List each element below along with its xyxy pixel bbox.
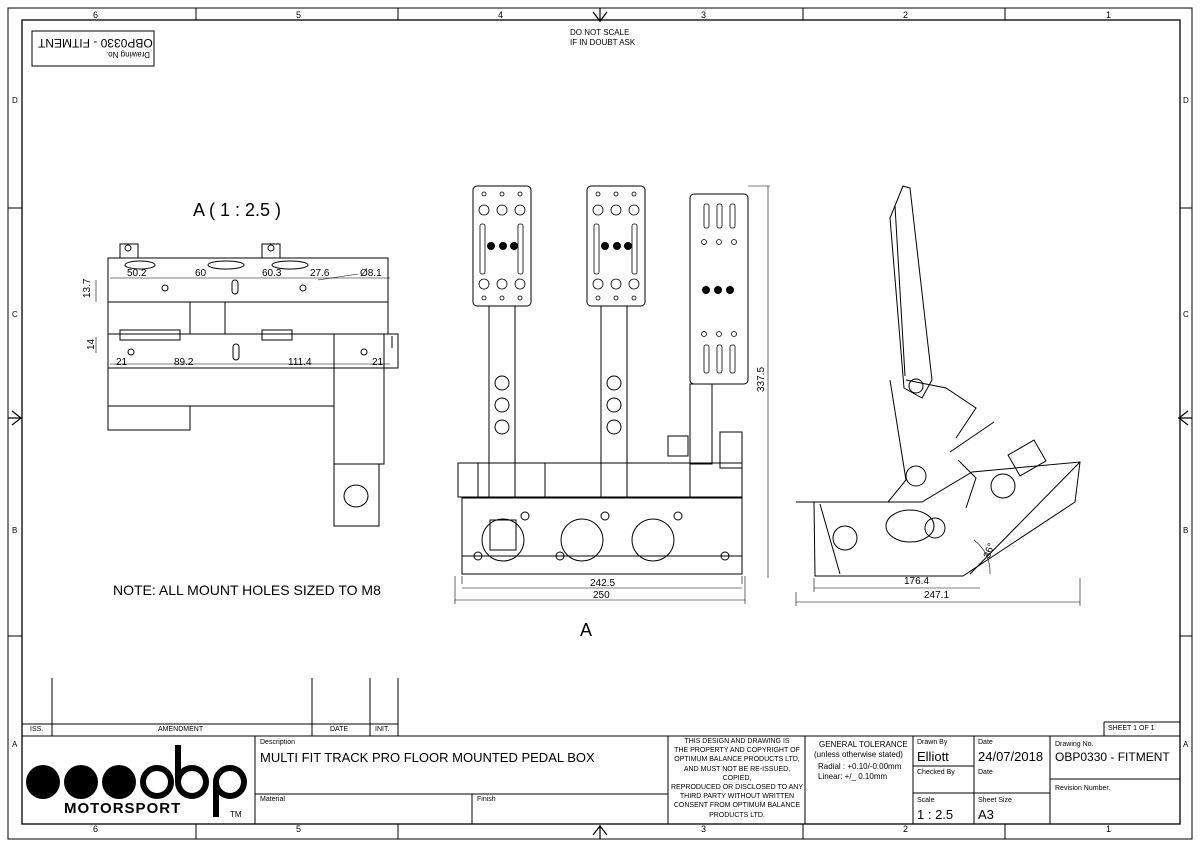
zone-col-6-top: 6: [93, 10, 99, 20]
description-label: Description: [260, 739, 296, 746]
checked-date-label: Date: [978, 769, 993, 776]
sheet-size-label: Sheet Size: [978, 797, 1012, 804]
dim-60-3: 60.3: [262, 268, 282, 279]
dim-13-7: 13.7: [82, 278, 93, 298]
checked-by-label: Checked By: [917, 769, 955, 776]
copyright-line: OPTIMUM BALANCE PRODUCTS LTD,: [674, 756, 800, 764]
copyright-line: THIRD PARTY WITHOUT WRITTEN: [679, 793, 795, 801]
dim-hole-dia: Ø8.1: [360, 268, 382, 279]
title-block-lines: [22, 678, 1180, 824]
do-not-scale: DO NOT SCALE: [570, 28, 630, 37]
zone-row-c-right: C: [1183, 310, 1189, 319]
front-view-outline: [457, 185, 749, 575]
dim-14: 14: [86, 338, 97, 350]
dim-176-4: 176.4: [904, 576, 930, 587]
drawn-by-value: Elliott: [917, 749, 949, 764]
rev-iss-header: ISS.: [30, 726, 44, 733]
zone-col-5-bottom: 5: [296, 824, 302, 834]
zone-col-4-top: 4: [498, 10, 504, 20]
finish-label: Finish: [477, 796, 496, 803]
copyright-block: THIS DESIGN AND DRAWING IS THE PROPERTY …: [669, 737, 805, 820]
sheet-size-value: A3: [978, 807, 994, 822]
dim-60: 60: [195, 268, 207, 279]
mount-holes-note: NOTE: ALL MOUNT HOLES SIZED TO M8: [113, 582, 381, 598]
rev-amendment-header: AMENDMENT: [158, 726, 204, 733]
zone-col-3-top: 3: [701, 10, 707, 20]
side-dimensions: [795, 539, 1081, 606]
detail-view-outline: [107, 243, 399, 527]
zone-col-1-top: 1: [1106, 10, 1112, 20]
rev-init-header: INIT.: [375, 726, 390, 733]
zone-row-a-right: A: [1183, 740, 1189, 749]
obp-logo-letters: [140, 745, 247, 817]
zone-row-a-left: A: [12, 740, 18, 749]
pad-logo-marks: [487, 242, 734, 294]
drawing-no-mirrored-label: Drawing No.: [106, 50, 151, 59]
front-dimensions: [454, 185, 770, 604]
copyright-line: CONSENT FROM OPTIMUM BALANCE: [673, 802, 801, 810]
detail-dimensions: [95, 273, 390, 365]
zone-col-2-bottom: 2: [903, 824, 909, 834]
dim-337-5: 337.5: [756, 366, 767, 392]
if-in-doubt: IF IN DOUBT ASK: [570, 38, 636, 47]
tolerance-sub: (unless otherwise stated): [814, 750, 903, 759]
material-label: Material: [260, 796, 285, 803]
dim-247-1: 247.1: [924, 590, 950, 601]
zone-row-b-left: B: [12, 526, 18, 535]
zone-col-6-bottom: 6: [93, 824, 99, 834]
copyright-line: PRODUCTS LTD.: [709, 811, 765, 819]
date-value: 24/07/2018: [978, 749, 1044, 764]
obp-logo-mark: [26, 765, 136, 799]
view-label-a: A: [580, 620, 593, 640]
scale-label: Scale: [917, 797, 935, 804]
tolerance-title: GENERAL TOLERANCE: [819, 740, 908, 749]
drawn-by-label: Drawn By: [917, 739, 948, 746]
tolerance-radial: Radial : +0.10/-0.00mm: [818, 762, 902, 771]
drawing-no-label: Drawing No.: [1055, 741, 1094, 748]
copyright-line: COPIED,: [722, 774, 752, 782]
detail-view-title: A ( 1 : 2.5 ): [193, 200, 282, 220]
side-view-outline: [796, 185, 1081, 577]
drawing-no-mirrored: OBP0330 - FITMENT: [38, 36, 153, 50]
dim-21-right: 21: [372, 357, 384, 368]
date-label: Date: [978, 739, 993, 746]
copyright-line: REPRODUCED OR DISCLOSED TO ANY: [671, 784, 803, 792]
zone-col-1-bottom: 1: [1106, 824, 1112, 834]
drawing-no-value: OBP0330 - FITMENT: [1055, 750, 1170, 764]
logo-tm: TM: [230, 810, 242, 819]
zone-row-b-right: B: [1183, 526, 1189, 535]
zone-row-c-left: C: [12, 310, 18, 319]
zone-col-5-top: 5: [296, 10, 302, 20]
dim-242-5: 242.5: [590, 578, 616, 589]
dim-89-2: 89.2: [174, 357, 194, 368]
copyright-line: AND MUST NOT BE RE-ISSUED,: [683, 765, 791, 773]
revision-number-label: Revision Number.: [1055, 785, 1111, 792]
logo-motorsport: MOTORSPORT: [64, 800, 182, 817]
zone-row-d-left: D: [12, 96, 18, 105]
description-value: MULTI FIT TRACK PRO FLOOR MOUNTED PEDAL …: [260, 750, 595, 765]
pedal-pad-details: [478, 191, 737, 374]
zone-col-2-top: 2: [903, 10, 909, 20]
dim-250: 250: [593, 590, 610, 601]
dim-21-left: 21: [116, 357, 128, 368]
scale-value: 1 : 2.5: [917, 807, 954, 822]
dim-27-6: 27.6: [310, 268, 330, 279]
tolerance-linear: Linear: +/_ 0.10mm: [818, 772, 888, 781]
dim-50-2: 50.2: [127, 268, 147, 279]
copyright-line: THIS DESIGN AND DRAWING IS: [684, 738, 790, 745]
zone-row-d-right: D: [1183, 96, 1189, 105]
rev-date-header: DATE: [330, 726, 349, 733]
dim-111-4: 111.4: [288, 357, 312, 368]
copyright-line: THE PROPERTY AND COPYRIGHT OF: [674, 747, 800, 755]
sheet-of: SHEET 1 OF 1: [1108, 725, 1155, 732]
zone-col-3-bottom: 3: [701, 824, 707, 834]
